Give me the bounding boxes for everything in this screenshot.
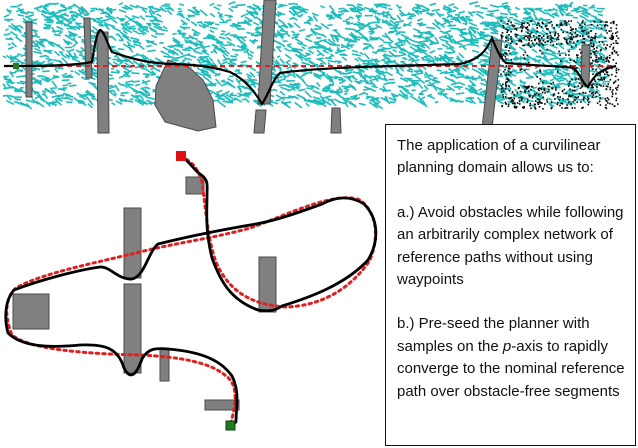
curvilinear-network-diagram <box>4 151 378 431</box>
point-b-pre: b.) Pre-seed the planner with samples on… <box>397 315 590 355</box>
obstacle <box>159 347 170 382</box>
obstacle <box>25 21 33 98</box>
top-start-marker <box>13 63 19 69</box>
explanation-text-box: The application of a curvilinear plannin… <box>385 124 636 446</box>
dense-sample-dots <box>500 20 620 110</box>
dense-black-samples <box>500 20 620 110</box>
point-b-text: b.) Pre-seed the planner with samples on… <box>397 313 627 403</box>
start-marker <box>176 151 186 161</box>
obstacle <box>154 59 217 132</box>
intro-text: The application of a curvilinear plannin… <box>397 137 601 177</box>
spacer <box>397 291 627 313</box>
goal-marker <box>225 420 236 431</box>
obstacle <box>330 107 342 134</box>
obstacle <box>96 31 110 134</box>
reference-path-loop <box>5 154 377 428</box>
top-corridor-diagram <box>2 0 620 134</box>
top-obstacles <box>25 0 591 134</box>
obstacle <box>185 176 205 195</box>
obstacle <box>83 17 93 79</box>
p-axis-variable: p <box>502 337 512 355</box>
obstacle <box>204 399 240 411</box>
top-planned-path <box>3 28 617 106</box>
obstacle <box>257 0 277 105</box>
obstacle <box>123 207 142 279</box>
obstacle <box>253 109 267 134</box>
point-a-text: a.) Avoid obstacles while following an a… <box>397 203 624 289</box>
point-b-post: -axis to rapidly converge to the nominal… <box>397 337 625 400</box>
obstacle <box>123 283 142 374</box>
spacer <box>397 180 627 202</box>
bottom-obstacles <box>12 176 277 411</box>
obstacle <box>12 293 50 330</box>
planned-path-loop <box>4 154 378 428</box>
